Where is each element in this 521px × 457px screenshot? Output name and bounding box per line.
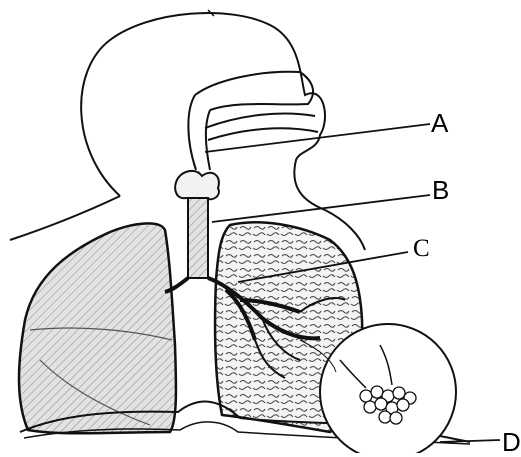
trachea bbox=[188, 198, 208, 278]
mouth-cavity bbox=[205, 113, 318, 140]
leader-line-a bbox=[205, 124, 430, 152]
alveoli-magnification-circle bbox=[320, 324, 456, 453]
body-outline bbox=[81, 13, 365, 250]
leader-line-d bbox=[440, 440, 500, 442]
larynx bbox=[175, 171, 219, 199]
nasal-cavity bbox=[195, 72, 313, 110]
label-b: B bbox=[432, 177, 449, 203]
label-c: C bbox=[413, 236, 430, 261]
leader-line-b bbox=[212, 195, 430, 222]
label-a: A bbox=[431, 110, 448, 136]
neck-shoulder-left bbox=[10, 196, 120, 240]
pharynx bbox=[188, 95, 210, 170]
label-d: D bbox=[502, 429, 521, 455]
